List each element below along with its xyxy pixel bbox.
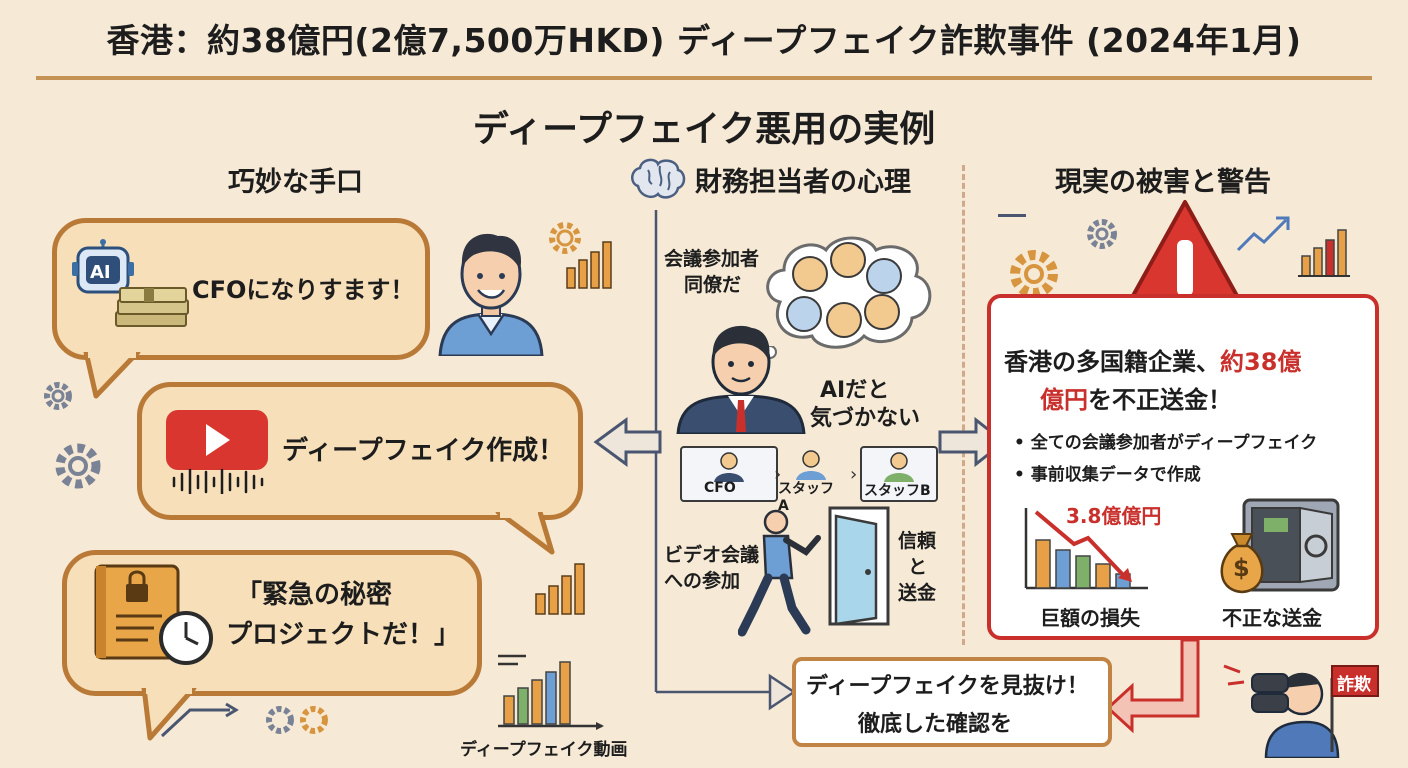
money-symbol: $	[1233, 554, 1250, 582]
join-label-line1: ビデオ会議	[664, 544, 760, 566]
bubble-tail	[495, 512, 555, 555]
clock-icon	[158, 610, 214, 670]
gear-icon	[262, 700, 334, 744]
join-label-line2: への参加	[664, 570, 741, 592]
page-subtitle: ディープフェイク悪用の実例	[472, 109, 936, 150]
conclusion-box	[792, 657, 1112, 747]
bubble-tail	[141, 688, 197, 741]
thought-label-line1: 会議参加者	[664, 248, 760, 270]
conclusion-line2: 徹底した確認を	[858, 712, 1013, 737]
binoculars-icon: 詐欺	[1220, 648, 1380, 762]
loss-label: 巨額の損失	[1040, 606, 1140, 630]
damage-bullet: • 全ての会議参加者がディープフェイク	[1014, 433, 1318, 453]
ai-robot-icon: AI	[72, 238, 134, 304]
loss-amount: 3.8億億円	[1066, 504, 1162, 528]
video-tile-label: CFO	[704, 480, 736, 496]
open-door	[828, 506, 892, 632]
safe-icon	[1236, 496, 1346, 600]
bar-chart-icon	[563, 238, 617, 294]
fraud-sign-text: 詐欺	[1337, 675, 1371, 695]
video-tile-label: スタッフB	[864, 483, 931, 499]
damage-headline-b-text: を不正送金！	[1088, 386, 1232, 414]
damage-headline-unit: 億円	[1040, 386, 1088, 414]
video-tile-staff-a: スタッフA	[778, 446, 842, 514]
gear-icon	[40, 378, 76, 418]
walking-person	[737, 508, 828, 642]
trust-line1: 信頼	[898, 530, 937, 552]
locked-document-icon	[92, 562, 192, 666]
bar-chart-icon	[1296, 226, 1352, 282]
brain-icon	[628, 156, 688, 208]
bar-chart-icon	[532, 560, 590, 620]
trust-line2: と	[908, 556, 928, 578]
money-stack-icon	[112, 282, 192, 346]
trust-line3: 送金	[898, 582, 937, 604]
bar-chart-icon	[496, 650, 606, 738]
dash-decoration	[998, 214, 1026, 217]
bubble-urgent-line2: プロジェクトだ！」	[226, 620, 461, 650]
damage-headline-a: 香港の多国籍企業、約38億	[1004, 342, 1301, 377]
column-divider	[962, 165, 965, 645]
arrow-icon: ›	[850, 464, 858, 485]
loss-chart-icon	[1022, 504, 1152, 598]
ai-unaware-line2: 気づかない	[810, 406, 921, 431]
damage-headline-amount: 約38億	[1220, 348, 1302, 376]
conclusion-line1: ディープフェイクを見抜け！	[806, 674, 1089, 699]
transfer-label: 不正な送金	[1222, 606, 1322, 630]
video-caption: ディープフェイク動画	[460, 740, 628, 760]
bubble-urgent-line1: 「緊急の秘密	[236, 580, 393, 610]
damage-bullet: • 事前収集データで作成	[1014, 465, 1201, 485]
damage-headline-b: 億円を不正送金！	[1040, 380, 1232, 415]
damage-bullet-text: 全ての会議参加者がディープフェイク	[1030, 433, 1318, 453]
finance-officer-avatar	[676, 320, 806, 438]
column-heading-middle: 財務担当者の心理	[695, 167, 911, 198]
bubble-create-text: ディープフェイク作成！	[282, 436, 565, 466]
gear-icon	[1004, 244, 1064, 308]
man-avatar	[432, 222, 550, 360]
gear-icon	[545, 218, 585, 262]
column-heading-left: 巧妙な手口	[228, 167, 363, 198]
video-tile-label: スタッフA	[778, 481, 834, 514]
ai-badge-label: AI	[90, 262, 111, 283]
gear-icon	[1082, 214, 1122, 258]
trend-arrow-icon	[1236, 214, 1292, 258]
trend-arrow-icon	[160, 700, 240, 744]
damage-headline-a-text: 香港の多国籍企業、	[1004, 348, 1220, 376]
thought-cloud	[760, 232, 938, 360]
thought-label-line2: 同僚だ	[684, 274, 742, 296]
page-title: 香港：約38億円(2億7,500万HKD) ディープフェイク詐欺事件 (2024…	[106, 21, 1302, 60]
title-divider	[36, 76, 1372, 80]
video-tile-staff-b: スタッフB	[860, 446, 938, 502]
arrow-icon: ›	[774, 464, 782, 485]
gear-icon	[50, 438, 106, 498]
money-bag-icon: $	[1212, 530, 1272, 600]
column-heading-right: 現実の被害と警告	[1055, 167, 1271, 198]
bubble-tail	[83, 352, 141, 399]
video-play-icon	[164, 408, 270, 498]
damage-bullet-text: 事前収集データで作成	[1030, 465, 1201, 485]
video-tile-cfo: CFO	[680, 446, 778, 502]
ai-unaware-line1: AIだと	[820, 378, 890, 403]
bubble-impersonate-text: CFOになりすます！	[192, 276, 415, 304]
